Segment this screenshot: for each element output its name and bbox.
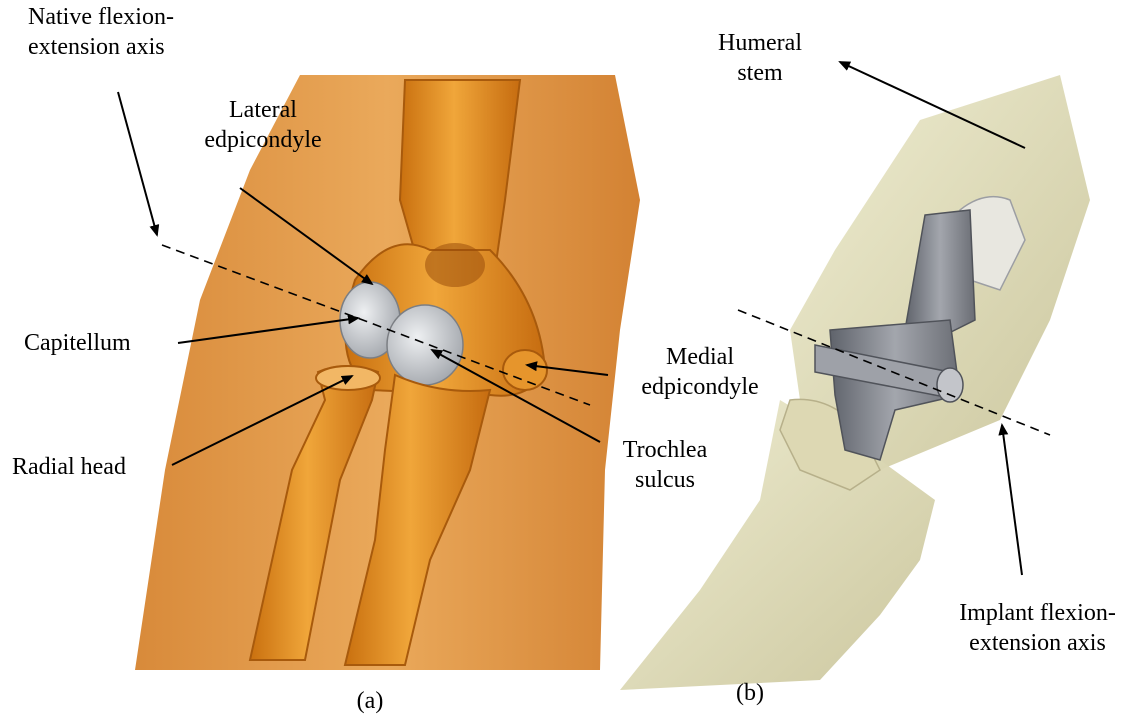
arrow-native-axis: [118, 92, 157, 235]
panel-a-drawing: [135, 75, 640, 670]
panel-b-caption: (b): [720, 678, 780, 708]
implant-axis-label: Implant flexion- extension axis: [940, 598, 1135, 658]
panel-a-caption: (a): [340, 686, 400, 716]
radial-head-label: Radial head: [12, 452, 126, 482]
arrow-implant-axis: [1002, 425, 1022, 575]
capitellum-label: Capitellum: [24, 328, 131, 358]
medial-epicondyle-shape: [503, 350, 547, 390]
hinge-axle-end: [937, 368, 963, 402]
trochlea-sulcus-label: Trochlea sulcus: [600, 435, 730, 495]
medial-epicondyle-label: Medial edpicondyle: [615, 342, 785, 402]
native-axis-label: Native flexion- extension axis: [28, 2, 174, 62]
humeral-stem-label: Humeral stem: [690, 28, 830, 88]
trochlea-shape: [387, 305, 463, 385]
lateral-epicondyle-label: Lateral edpicondyle: [178, 95, 348, 155]
